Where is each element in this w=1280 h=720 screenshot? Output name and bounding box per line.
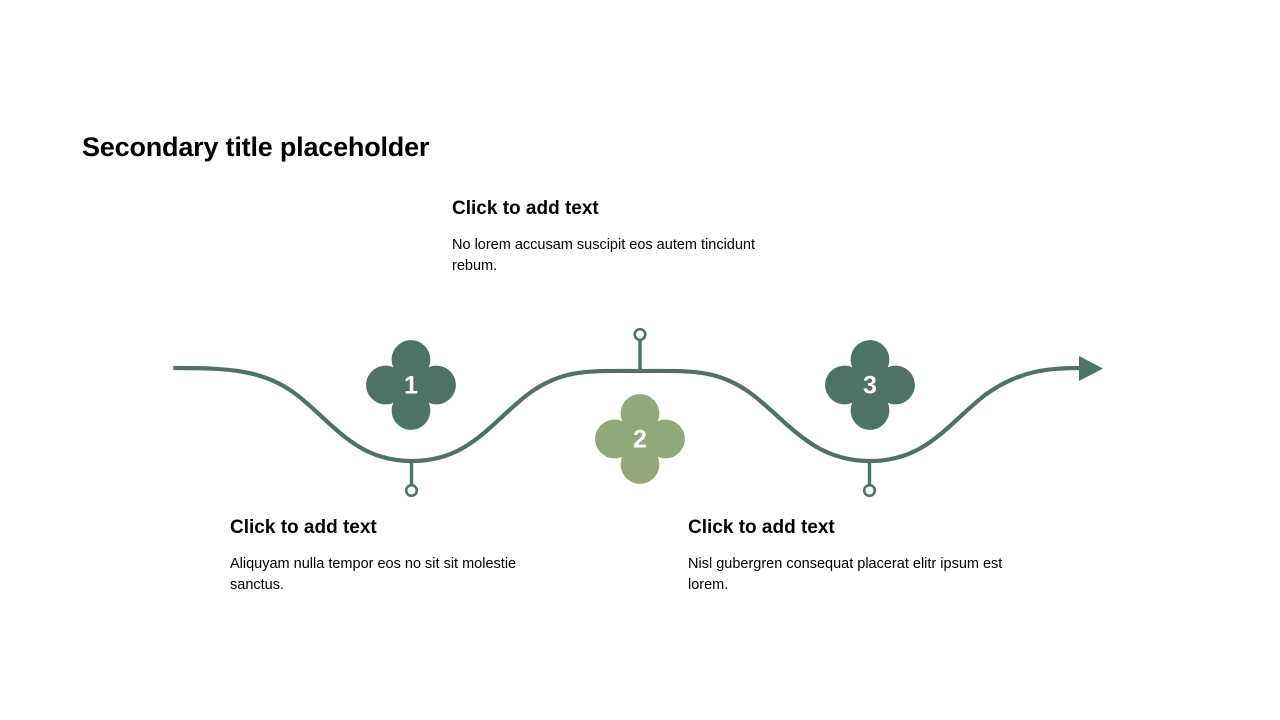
text-block-top-body[interactable]: No lorem accusam suscipit eos autem tinc…	[452, 236, 756, 275]
wave-path	[172, 365, 1087, 464]
marker-circle-1	[404, 483, 419, 498]
connector-node-3	[862, 461, 877, 498]
connector-node-1	[404, 461, 419, 498]
text-block-left-body[interactable]: Aliquyam nulla tempor eos no sit sit mol…	[230, 555, 517, 594]
text-block-right: Click to add text Nisl gubergren consequ…	[688, 516, 1043, 597]
arrow-right-icon	[1079, 356, 1103, 381]
text-block-top-heading[interactable]: Click to add text	[452, 198, 599, 219]
page-title[interactable]: Secondary title placeholder	[82, 132, 430, 162]
text-block-top: Click to add text No lorem accusam susci…	[452, 197, 802, 278]
marker-circle-2	[633, 327, 647, 342]
connector-node-2	[633, 327, 647, 371]
text-block-left-heading[interactable]: Click to add text	[230, 517, 377, 538]
text-block-right-body[interactable]: Nisl gubergren consequat placerat elitr …	[688, 555, 1003, 594]
marker-circle-3	[862, 483, 877, 498]
text-block-left: Click to add text Aliquyam nulla tempor …	[230, 516, 560, 597]
node-1-number: 1	[404, 371, 418, 400]
text-block-right-heading[interactable]: Click to add text	[688, 517, 835, 538]
node-3-number: 3	[863, 371, 877, 400]
node-2-number: 2	[633, 425, 647, 454]
